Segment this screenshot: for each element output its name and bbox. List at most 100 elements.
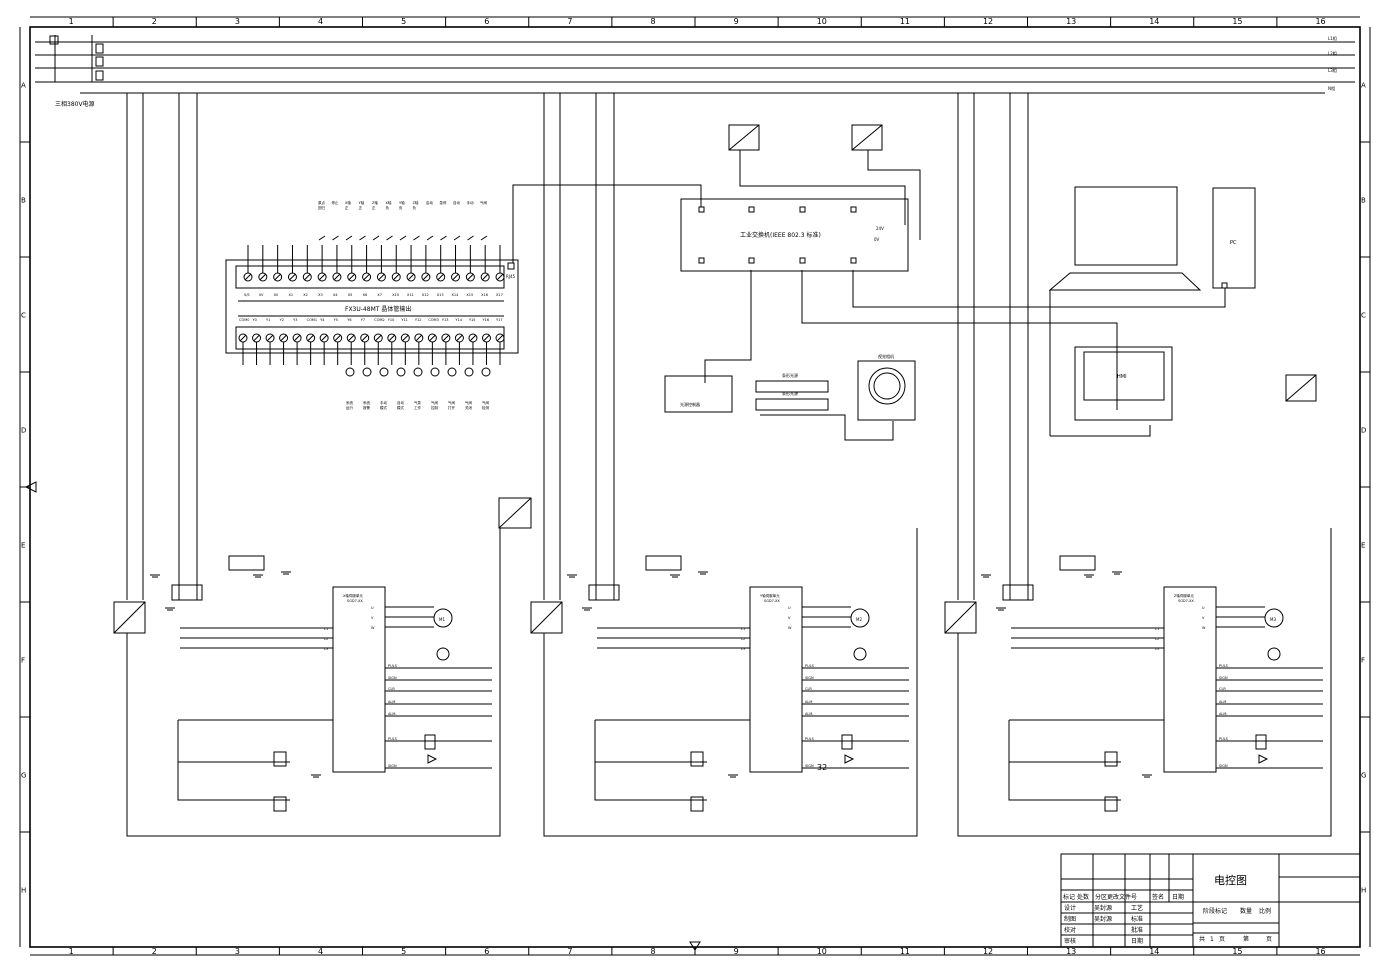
servo-signal-label: SIGN [388,764,397,768]
relay-coil [1255,734,1267,750]
terminal-slash [496,273,504,281]
servo-signal-label: PULS [1219,737,1229,741]
plc-unit: FX3U-48MT 晶体管输出 RJ45 [225,259,519,354]
output-lamp [379,367,389,377]
output-function-label: 自动 [397,400,405,405]
input-function-label: 回归 [318,205,326,210]
tb-process: 工艺 [1131,904,1143,912]
output-function-label: 气阀 [482,400,490,405]
col-number: 8 [650,947,655,956]
encoder [853,647,867,661]
terminal-slash [483,334,490,342]
tb-page-suffix: 页 [1266,936,1272,943]
servo-signal-label: PULS [388,664,398,668]
contactor-coil [690,751,704,767]
input-switch [386,235,393,241]
output-function-label: 运行 [346,405,354,410]
col-number: 10 [817,17,827,26]
servo-drive-name: Z轴伺服单元 [1174,593,1194,598]
output-function-label: 模式 [397,405,405,410]
servo-signal-label: ALM [388,700,395,704]
plc-input-term-label: X15 [466,293,473,297]
col-number: 13 [1066,17,1076,26]
tb-scale: 比例 [1259,907,1271,915]
terminal-slash [307,334,314,342]
plc-input-term-label: 0V [259,293,264,297]
servo-signal-label: SIGN [805,764,814,768]
tb-design-name: 吴封源 [1094,904,1112,912]
terminal-slash [259,273,267,281]
output-function-label: 打开 [448,405,456,410]
terminal-slash [293,334,301,342]
servo-drive-model: SGD7-XX [347,599,363,603]
servo-signal-label: PULS [388,737,398,741]
col-number: 3 [235,947,240,956]
terminal-slash [442,334,450,342]
plc-output-term-label: Y4 [320,318,325,322]
contactor-coil [273,751,287,767]
input-switch [440,235,447,241]
input-function-label: 负 [413,205,417,210]
industrial-switch: 工业交换机(IEEE 802.3 标准) 24V 0V [680,198,909,272]
terminal-slash [253,334,260,342]
input-function-label: 原点 [318,200,326,205]
output-function-label: 系统 [363,400,371,405]
input-switch [453,235,461,241]
terminal-slash [374,334,382,342]
switch-0v: 0V [874,237,880,242]
servo-signal-label: PULS [805,664,815,668]
plc-output-term-label: Y1 [266,318,270,322]
col-number: 12 [983,17,993,26]
power-bus: 三相380V电源 L1相 L2相 L3相 N相 [35,35,1355,108]
contactor-coil [1104,796,1118,812]
row-letter: G [21,772,26,780]
plc-input-term-label: X14 [452,293,460,297]
terminal-slash [280,334,287,342]
plc-input-term-label: X11 [407,293,414,297]
output-function-label: 工作 [414,405,422,410]
row-letter: D [21,427,26,435]
axis-power-supply [944,601,977,634]
terminal-slash [363,273,370,281]
bus-label-n: N相 [1328,85,1335,91]
plc-eth-port: RJ45 [506,274,516,279]
pulse-count: 32 [817,763,827,772]
plc-output-term-label: Y17 [496,318,503,322]
contactor-coil [690,796,704,812]
circuit-breaker [588,584,620,601]
controller-label: 光源控制器 [680,401,700,407]
plc-input-term-label: X10 [392,293,399,297]
motor-terminal-label: U [788,606,791,610]
motor-terminal-label: W [1202,626,1206,630]
input-switch [399,235,407,241]
plc-input-term-label: X1 [288,293,293,297]
tb-total-suffix: 页 [1219,936,1225,943]
relay-coil [841,734,853,750]
power-caption: 三相380V电源 [55,100,95,108]
axis-power-supply [530,601,563,634]
row-letter: D [1361,427,1366,435]
servo-signal-label: ALM [805,700,812,704]
servo-terminal-label: L3 [741,647,745,651]
light-controller: 光源控制器 条形光源 条形光源 [664,372,829,413]
servo-signal-label: PULS [1219,664,1229,668]
drawing-title: 电控图 [1214,873,1247,887]
row-letter: G [1361,772,1366,780]
servo-terminal-label: L1 [324,627,328,631]
drawing-frame [19,16,1371,956]
tb-mark: 标记 [1063,893,1075,901]
servo-signal-label: SIGN [1219,764,1228,768]
servo-signal-label: ALM [1219,700,1226,704]
col-number: 14 [1149,947,1159,956]
input-function-label: X轴 [345,200,351,205]
output-function-label: 系统 [346,400,354,405]
output-function-label: 气阀 [431,400,439,405]
servo-drive-name: Y轴伺服单元 [760,593,780,598]
col-number: 15 [1232,947,1242,956]
row-letter: B [1361,197,1366,205]
plc-output-term-label: COM0 [239,318,249,322]
input-function-label: Y轴 [359,200,365,205]
output-function-label: 气泵 [414,400,422,405]
servo-drive-model: SGD7-XX [1178,599,1194,603]
